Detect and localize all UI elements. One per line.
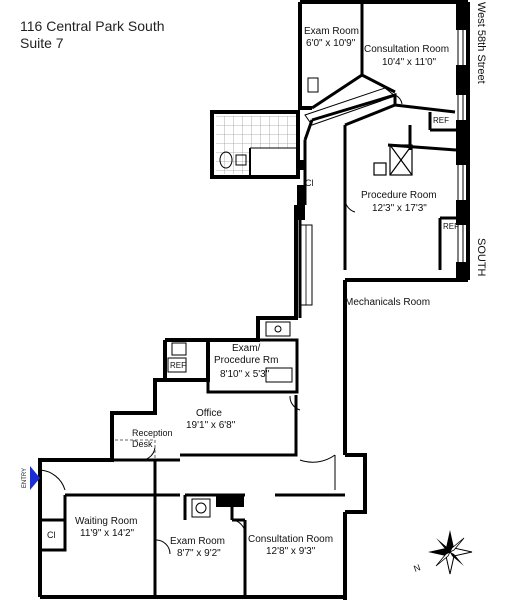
sink-icon (235, 154, 247, 166)
office-name: Office (196, 408, 222, 419)
ref-label-procedure: REF (443, 222, 459, 231)
closet-label-waiting: Cl (47, 530, 56, 540)
consultation-top-name: Consultation Room (364, 44, 449, 55)
compass-n-label: N (412, 562, 422, 574)
room-labels: West 58th Street SOUTH Exam Room 6'0" x … (47, 2, 487, 559)
procedure-dims: 12'3" x 17'3" (372, 203, 427, 214)
bathroom (210, 110, 300, 179)
entry-arrow: ENTRY (22, 466, 40, 490)
entry-label: ENTRY (22, 468, 28, 488)
waiting-name: Waiting Room (75, 516, 137, 527)
exam-procedure-dims: 8'10" x 5'3" (220, 369, 270, 380)
office-dims: 19'1" x 6'8" (186, 420, 236, 431)
street-direction: SOUTH (475, 238, 487, 277)
exam-room-top-dims: 6'0" x 10'9" (306, 38, 356, 49)
exam-procedure-name1: Exam/ (232, 343, 261, 354)
procedure-cabinet (373, 144, 413, 176)
exam-bottom-dims: 8'7" x 9'2" (177, 548, 221, 559)
windows (457, 30, 464, 262)
suite-line: Suite 7 (20, 35, 64, 51)
closet-label-corridor: Cl (305, 178, 314, 188)
fixtures-small (167, 77, 319, 518)
reception-name2: Desk (132, 439, 153, 449)
toilet-icon (219, 151, 233, 169)
wall-blocks (172, 160, 305, 507)
exam-room-top-name: Exam Room (304, 26, 359, 37)
consultation-bottom-dims: 12'8" x 9'3" (266, 546, 316, 557)
diagonal-corridor (304, 87, 397, 126)
ref-label-top: REF (433, 116, 449, 125)
mechanicals-name: Mechanicals Room (345, 297, 430, 308)
reception-desk (115, 439, 156, 460)
exam-bottom-name: Exam Room (170, 536, 225, 547)
reception-name1: Reception (132, 428, 173, 438)
procedure-name: Procedure Room (361, 190, 437, 201)
consultation-top-dims: 10'4" x 11'0" (382, 57, 437, 68)
exterior-walls (38, 0, 470, 600)
exam-procedure-name2: Procedure Rm (214, 355, 278, 366)
ref-label-small: REF (170, 361, 186, 370)
consultation-bottom-name: Consultation Room (248, 534, 333, 545)
compass-icon: N (412, 530, 473, 575)
address-line: 116 Central Park South (20, 18, 165, 34)
street-name: West 58th Street (475, 2, 487, 84)
waiting-dims: 11'9" x 14'2" (80, 528, 135, 539)
window-wall-blocks (456, 2, 468, 280)
door-swings (39, 94, 403, 555)
